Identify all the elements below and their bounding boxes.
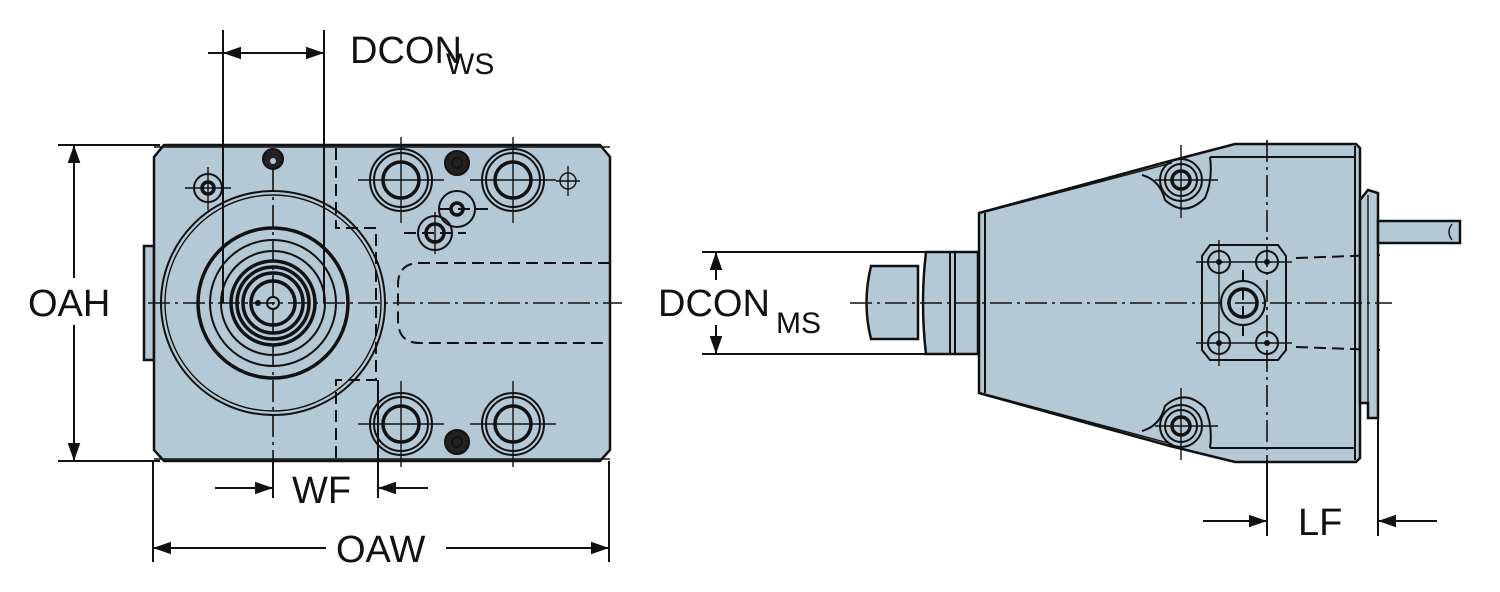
dimension-dcon-ws: DCON WS <box>208 30 494 303</box>
dcon-ms-subscript: MS <box>776 307 821 340</box>
side-bolt-hole <box>1155 145 1218 218</box>
dimension-oaw: OAW <box>152 461 610 571</box>
rear-flange <box>1358 188 1380 420</box>
dimension-dcon-ms: DCON MS <box>658 251 926 355</box>
oaw-label: OAW <box>336 529 425 571</box>
bolt-hole <box>358 381 444 467</box>
side-bolt-hole <box>1155 388 1218 460</box>
dimension-oah: OAH <box>28 144 160 462</box>
coolant-rod <box>1376 219 1462 245</box>
dcon-ms-label: DCON <box>658 283 770 325</box>
wf-label: WF <box>292 470 351 512</box>
oah-label: OAH <box>28 283 110 325</box>
lf-label: LF <box>1298 502 1342 544</box>
front-view: DCON WS OAH WF OAW <box>28 30 622 571</box>
dimension-lf: LF <box>1203 418 1437 544</box>
bolt-hole <box>470 381 556 467</box>
bolt-hole <box>470 137 556 223</box>
dcon-ws-label: DCON <box>350 30 462 72</box>
side-view: DCON MS LF <box>658 140 1462 544</box>
front-body <box>152 143 612 463</box>
dcon-ws-subscript: WS <box>446 48 494 81</box>
bolt-hole <box>358 137 444 223</box>
dimension-wf: WF <box>215 380 428 512</box>
